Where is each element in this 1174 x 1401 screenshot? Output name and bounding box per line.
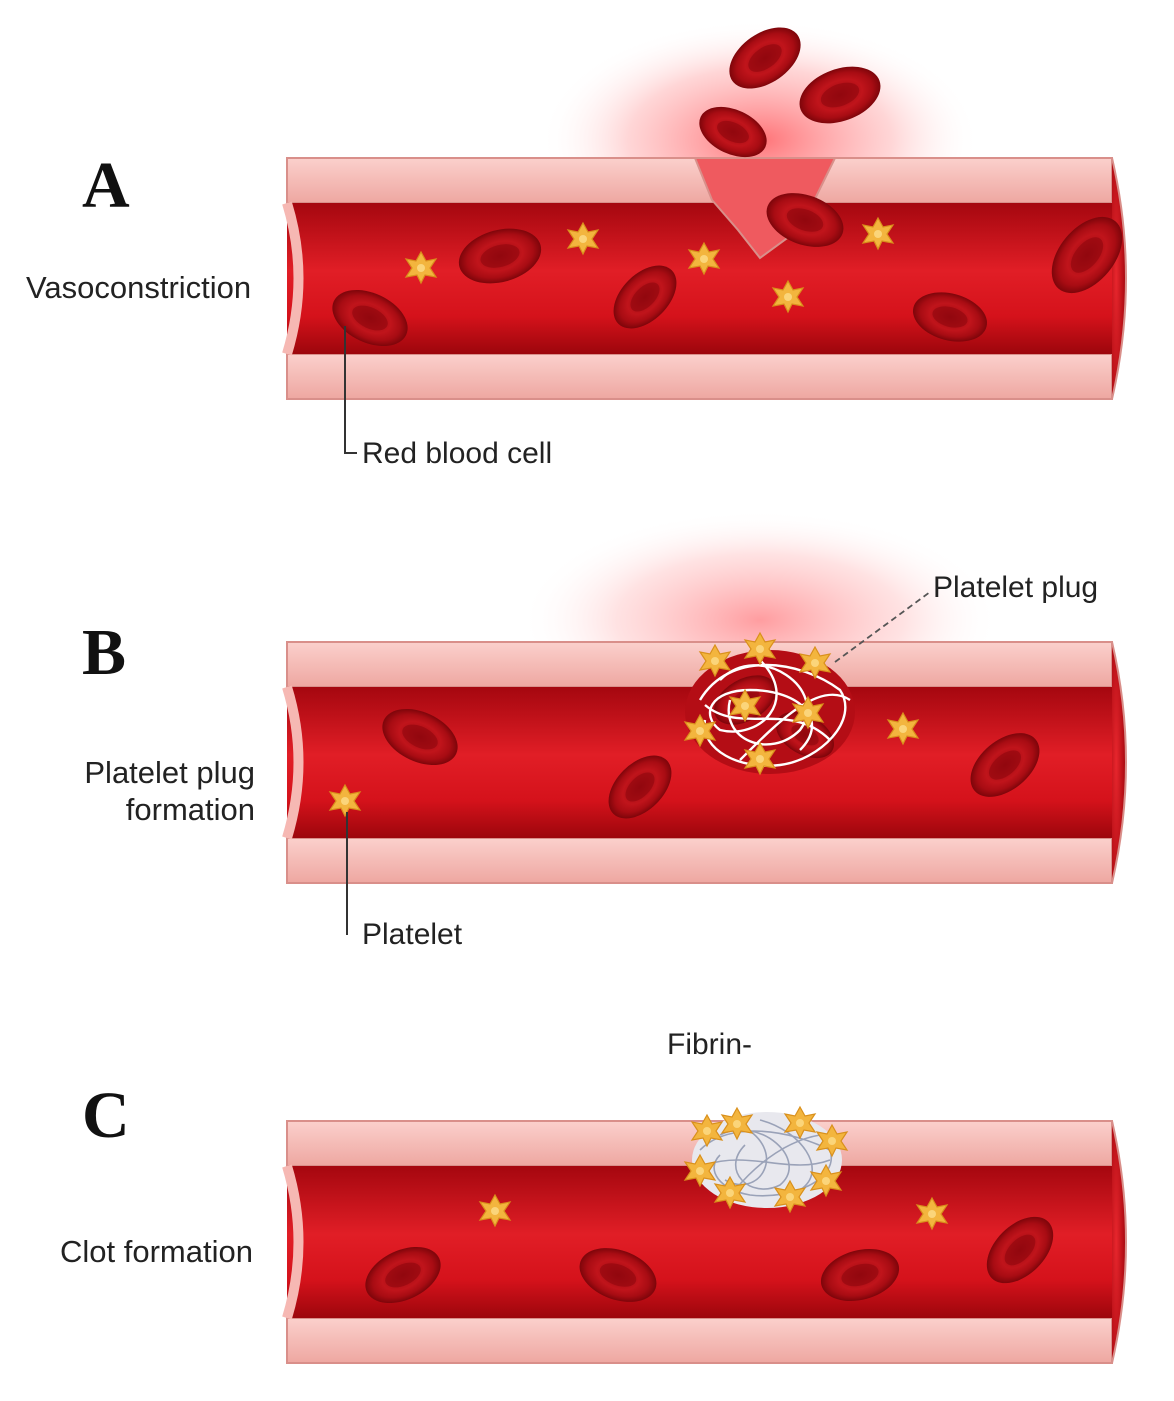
callout-fibrin: Fibrin- <box>667 1028 752 1061</box>
vessel-opening <box>282 685 304 840</box>
panel-b: B Platelet plug formation <box>82 510 1127 951</box>
vessel-lumen <box>287 1166 1112 1318</box>
callout-platelet-plug: Platelet plug <box>933 571 1098 604</box>
vessel-wall-bottom <box>286 837 1113 884</box>
red-blood-cell-leader <box>344 326 357 454</box>
blood-vessel-c <box>282 1120 1127 1364</box>
fibrin-clot-c <box>684 1106 848 1213</box>
fibrin-mesh <box>698 659 851 767</box>
callout-red-blood-cell: Red blood cell <box>362 437 552 470</box>
stage-label-formation: formation <box>126 792 255 827</box>
platelet-plug-b <box>684 632 855 775</box>
vessel-opening <box>282 1164 304 1320</box>
panel-c: C Clot formation Fibrin- <box>60 1028 1127 1364</box>
blood-vessel-a <box>282 157 1127 400</box>
panel-letter-b: B <box>82 616 126 689</box>
vessel-end-cap <box>1111 157 1127 400</box>
vessel-lumen <box>287 203 1112 354</box>
panel-a: A Vasoconstriction <box>26 14 1137 470</box>
stage-label-vasoconstriction: Vasoconstriction <box>26 270 251 305</box>
vessel-wall-bottom <box>286 353 1113 400</box>
vessel-opening <box>282 201 304 356</box>
panel-letter-a: A <box>82 149 130 222</box>
stage-label-clot-formation: Clot formation <box>60 1234 253 1269</box>
vessel-wall-bottom <box>286 1317 1113 1364</box>
vessel-end-cap <box>1111 641 1127 884</box>
panel-letter-c: C <box>82 1079 130 1152</box>
stage-label-platelet-plug: Platelet plug <box>84 755 255 790</box>
callout-platelet: Platelet <box>362 918 463 951</box>
vessel-end-cap <box>1111 1120 1127 1364</box>
vessel-tear <box>693 157 837 260</box>
